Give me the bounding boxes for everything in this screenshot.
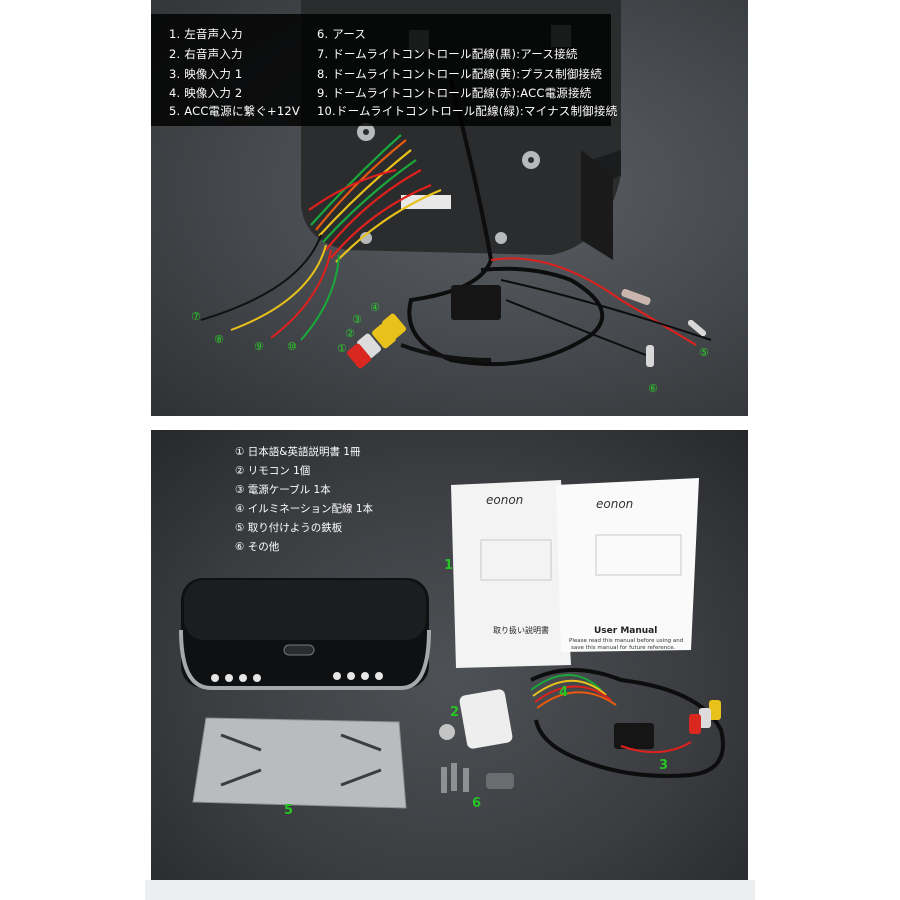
- illumination-wires: [530, 674, 617, 709]
- callout-3: 3: [659, 758, 669, 773]
- contents-item-4: ④ イルミネーション配線 1本: [235, 503, 374, 515]
- callout-7: ⑦: [191, 310, 201, 323]
- package-contents-photo: [179, 478, 725, 809]
- callout-9: ⑨: [254, 340, 264, 353]
- spec-right-6: 6. アース: [317, 27, 367, 41]
- contents-item-6: ⑥ その他: [235, 541, 280, 553]
- callout-4: 4: [559, 685, 569, 700]
- spec-left-5: 5. ACC電源に繋ぐ+12V: [169, 104, 300, 118]
- spec-left-1: 1. 左音声入力: [169, 27, 243, 41]
- spec-legend-box: [151, 14, 611, 126]
- wire-9-red: [270, 249, 332, 339]
- callout-1: ①: [337, 342, 347, 355]
- screws: [441, 763, 514, 793]
- callout-5: ⑤: [699, 346, 709, 359]
- callout-2: 2: [450, 705, 460, 720]
- footer-strip: [145, 880, 755, 900]
- power-cable-bundle: [530, 668, 725, 778]
- manual-japanese: [451, 480, 571, 668]
- battery-coin: [439, 724, 455, 740]
- callout-6: 6: [472, 796, 482, 811]
- remote-control: [459, 689, 513, 749]
- wiring-photo-panel: 1. 左音声入力 2. 右音声入力 3. 映像入力 1 4. 映像入力 2 5.…: [151, 0, 748, 416]
- wire-8-yellow: [230, 244, 327, 331]
- wire-bundle: [308, 134, 442, 263]
- mounting-plate: [192, 717, 407, 809]
- manual-en-subtitle-1: Please read this manual before using and: [569, 638, 684, 644]
- spec-right-9: 9. ドームライトコントロール配線(赤):ACC電源接続: [317, 86, 592, 100]
- callout-5: 5: [284, 803, 294, 818]
- monitor-buttons: [211, 672, 383, 682]
- fuse-box: [614, 723, 654, 749]
- wire-10-green: [300, 254, 340, 341]
- contents-item-3: ③ 電源ケーブル 1本: [235, 484, 331, 496]
- spec-left-3: 3. 映像入力 1: [169, 67, 243, 81]
- power-cable: [407, 79, 605, 367]
- callout-6: ⑥: [648, 382, 658, 395]
- rca-connectors: [347, 313, 492, 369]
- callout-3: ③: [352, 313, 362, 326]
- barcode-label: [401, 195, 451, 209]
- manual-en-subtitle-2: save this manual for future reference.: [571, 645, 676, 651]
- wire-7-black: [200, 234, 322, 321]
- callout-10: ⑩: [287, 340, 297, 353]
- spec-left-4: 4. 映像入力 2: [169, 86, 243, 100]
- spec-right-7: 7. ドームライトコントロール配線(黒):アース接続: [317, 47, 578, 61]
- spec-right-10: 10.ドームライトコントロール配線(緑):マイナス制御接続: [317, 104, 618, 118]
- contents-item-2: ② リモコン 1個: [235, 465, 311, 477]
- manual-en-brand: eonon: [596, 497, 634, 511]
- callout-2: ②: [345, 327, 355, 340]
- manual-jp-brand: eonon: [486, 493, 524, 507]
- contents-item-5: ⑤ 取り付けようの鉄板: [235, 522, 343, 534]
- spec-right-8: 8. ドームライトコントロール配線(黄):プラス制御接続: [317, 67, 602, 81]
- contents-item-1: ① 日本語&英語説明書 1冊: [235, 446, 361, 458]
- spec-left-2: 2. 右音声入力: [169, 47, 243, 61]
- callout-4: ④: [370, 301, 380, 314]
- callout-1: 1: [444, 558, 454, 573]
- package-contents-panel: ① 日本語&英語説明書 1冊 ② リモコン 1個 ③ 電源ケーブル 1本 ④ イ…: [151, 430, 748, 880]
- manual-jp-title: 取り扱い説明書: [493, 626, 549, 635]
- fuse-box: [451, 285, 501, 320]
- callout-8: ⑧: [214, 333, 224, 346]
- manual-english: [556, 478, 699, 652]
- manual-en-title: User Manual: [594, 626, 658, 636]
